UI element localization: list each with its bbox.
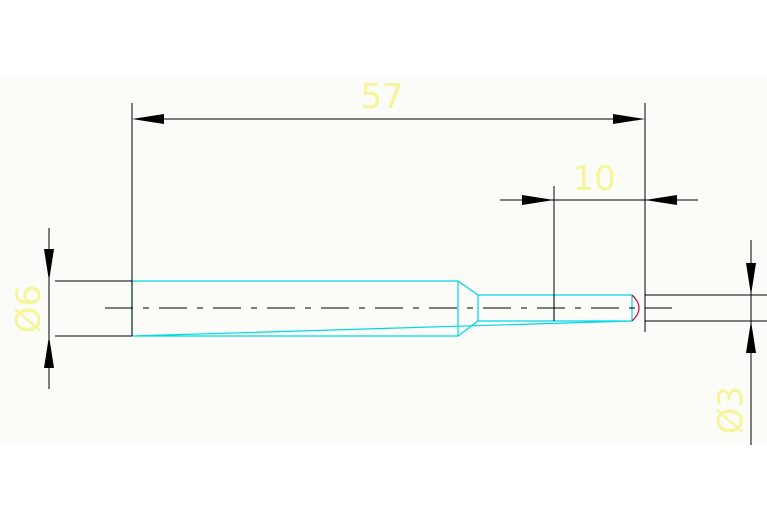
dimension-small-diameter: Ø3 [645, 240, 767, 445]
dimension-tip-length: 10 [500, 159, 698, 321]
dimension-label-diameter-6: Ø6 [9, 285, 49, 333]
dimension-label-10: 10 [572, 159, 615, 199]
drawing-area [0, 78, 767, 445]
fillet-arc [631, 294, 640, 322]
dimension-label-57: 57 [360, 77, 403, 117]
dimension-large-diameter: Ø6 [9, 228, 132, 389]
dimension-label-diameter-3: Ø3 [711, 386, 751, 434]
dimension-overall-length: 57 [131, 77, 646, 336]
